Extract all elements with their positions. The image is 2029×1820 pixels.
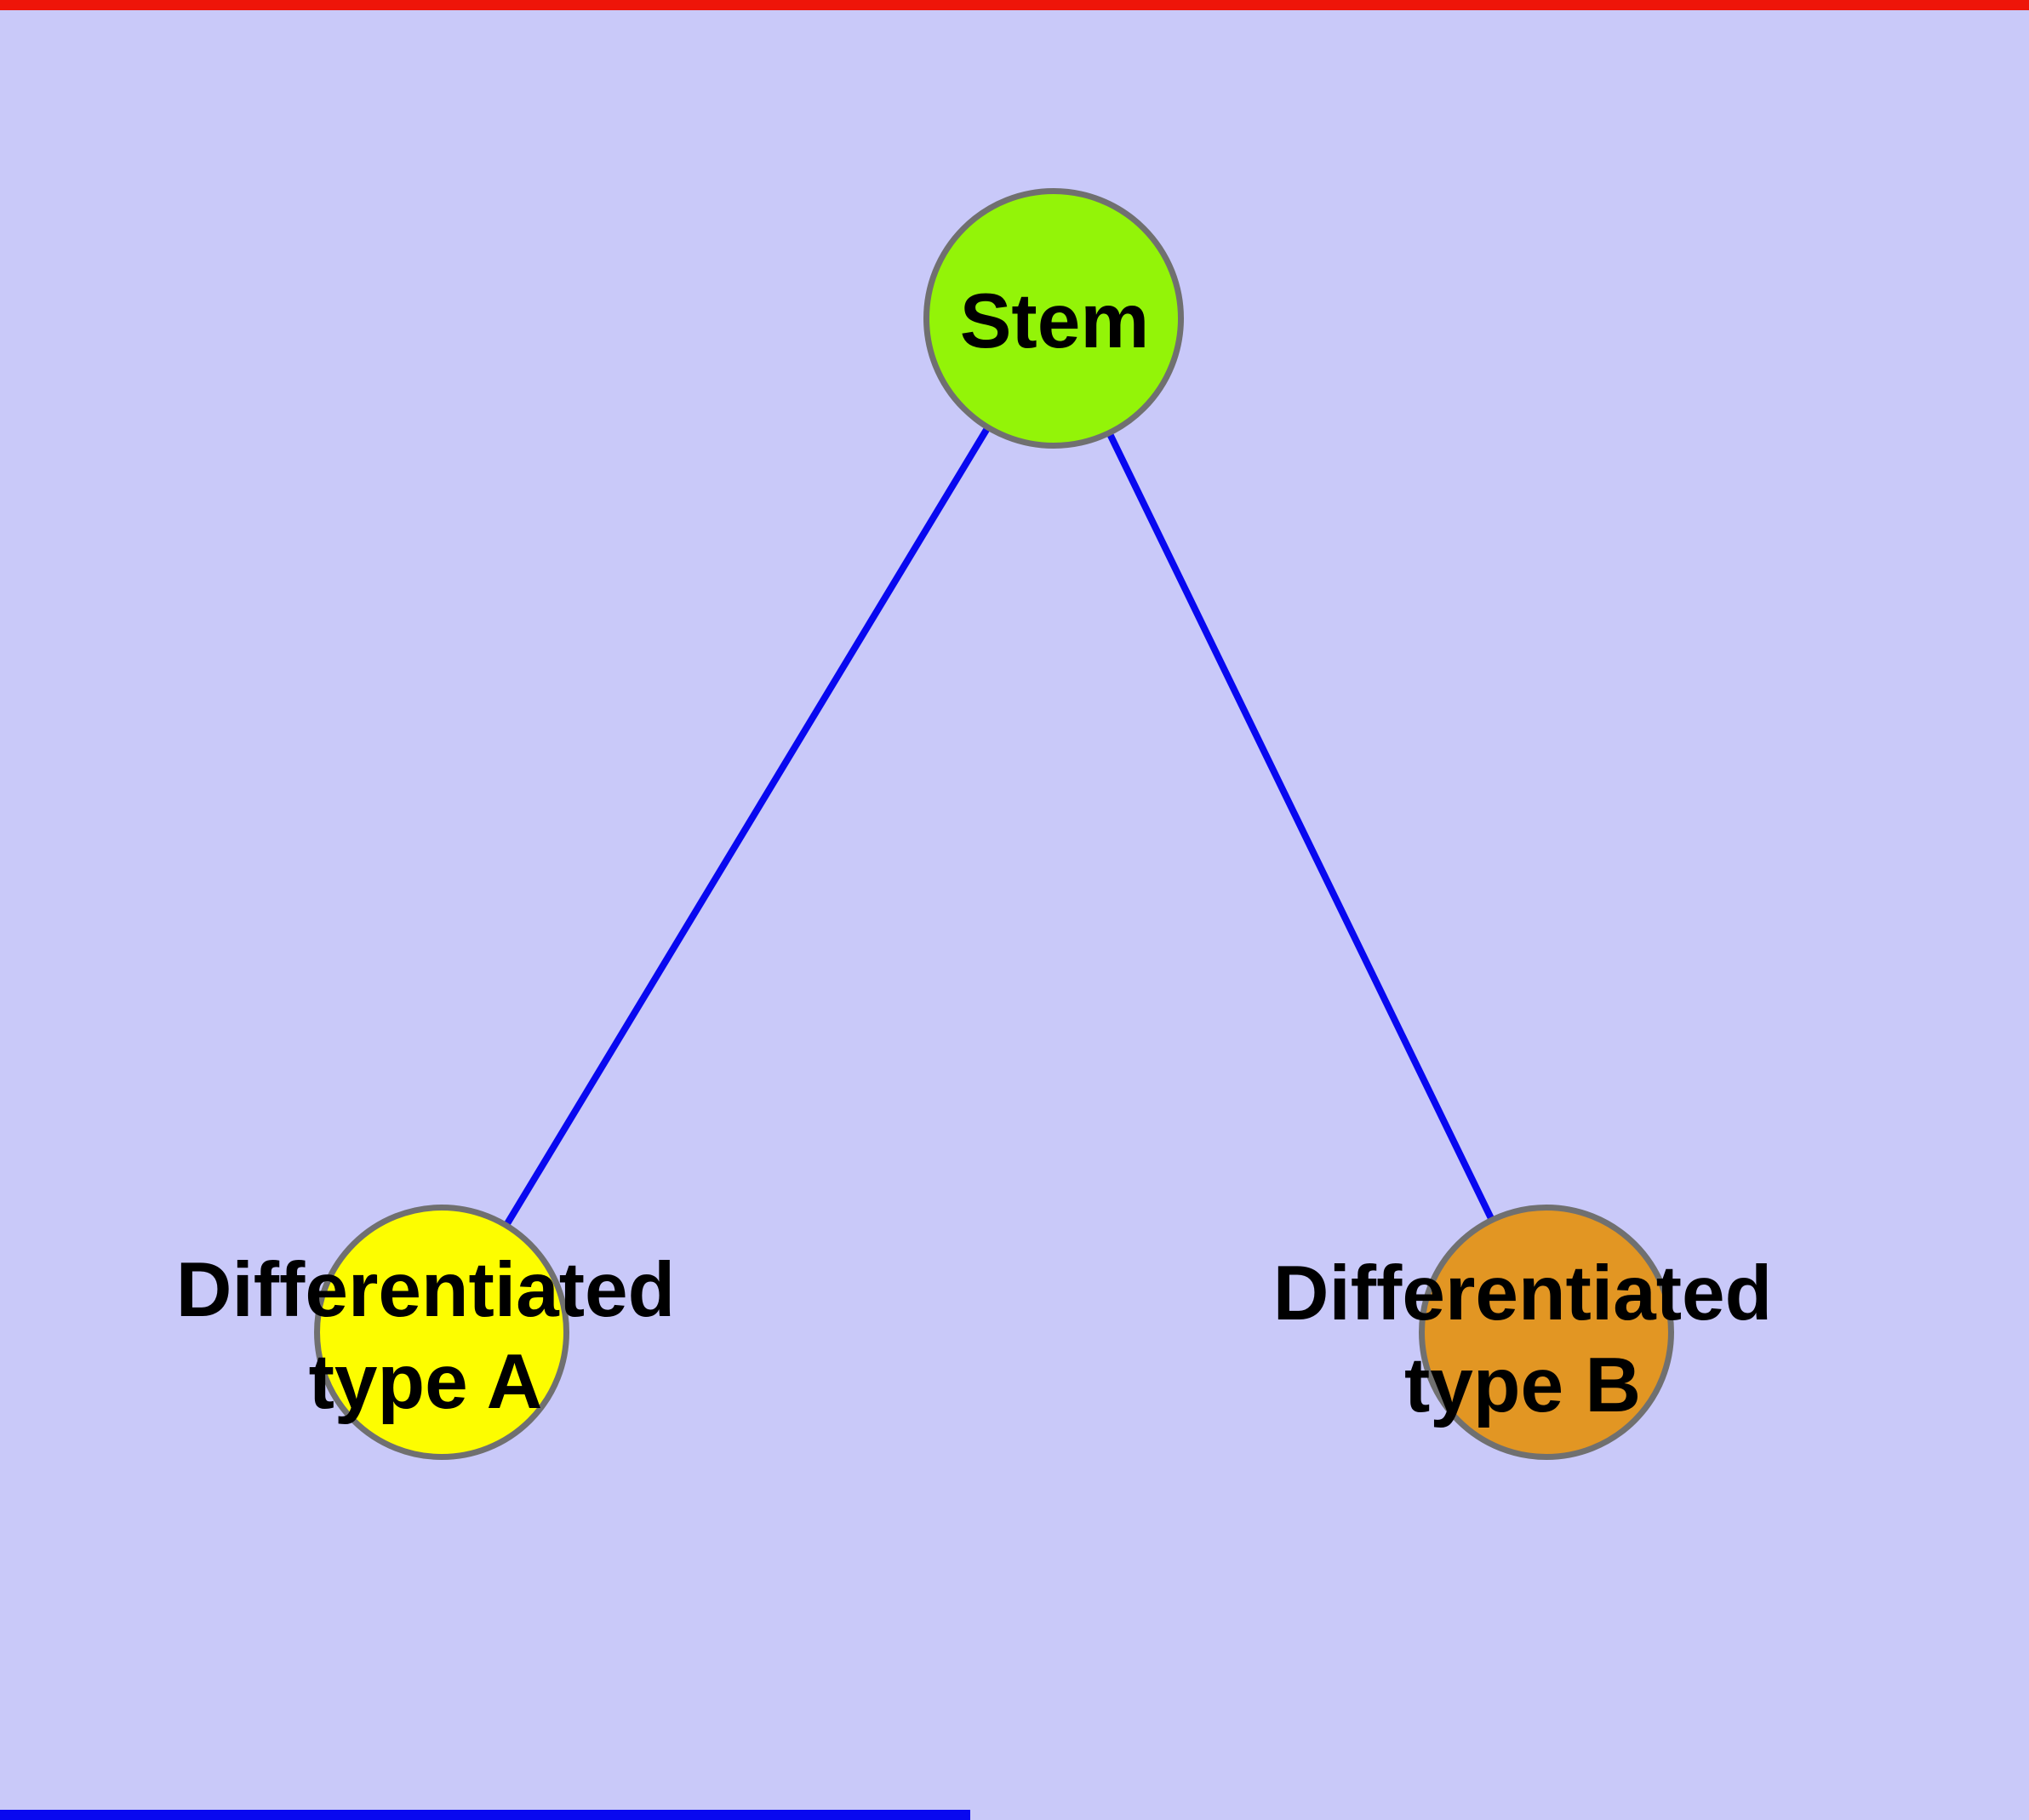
node-stem-circle	[923, 188, 1184, 449]
label-line: type A	[308, 1339, 543, 1425]
label-line: type B	[1403, 1342, 1642, 1428]
label-line: Differentiated	[175, 1247, 676, 1333]
node-type-a-label: Differentiated type A	[176, 1245, 676, 1428]
node-type-b-label: Differentiated type B	[1273, 1248, 1773, 1432]
top-border-strip	[0, 0, 2029, 10]
label-line: Stem	[959, 278, 1150, 364]
label-line: Differentiated	[1272, 1251, 1773, 1336]
node-stem-label: Stem	[960, 276, 1150, 368]
bottom-border-strip	[0, 1810, 970, 1820]
node-type-a-circle	[314, 1205, 569, 1460]
node-type-b-circle	[1419, 1205, 1674, 1460]
edge-stem-to-type-a	[438, 316, 1057, 1335]
edge-stem-to-type-b	[1050, 317, 1550, 1334]
